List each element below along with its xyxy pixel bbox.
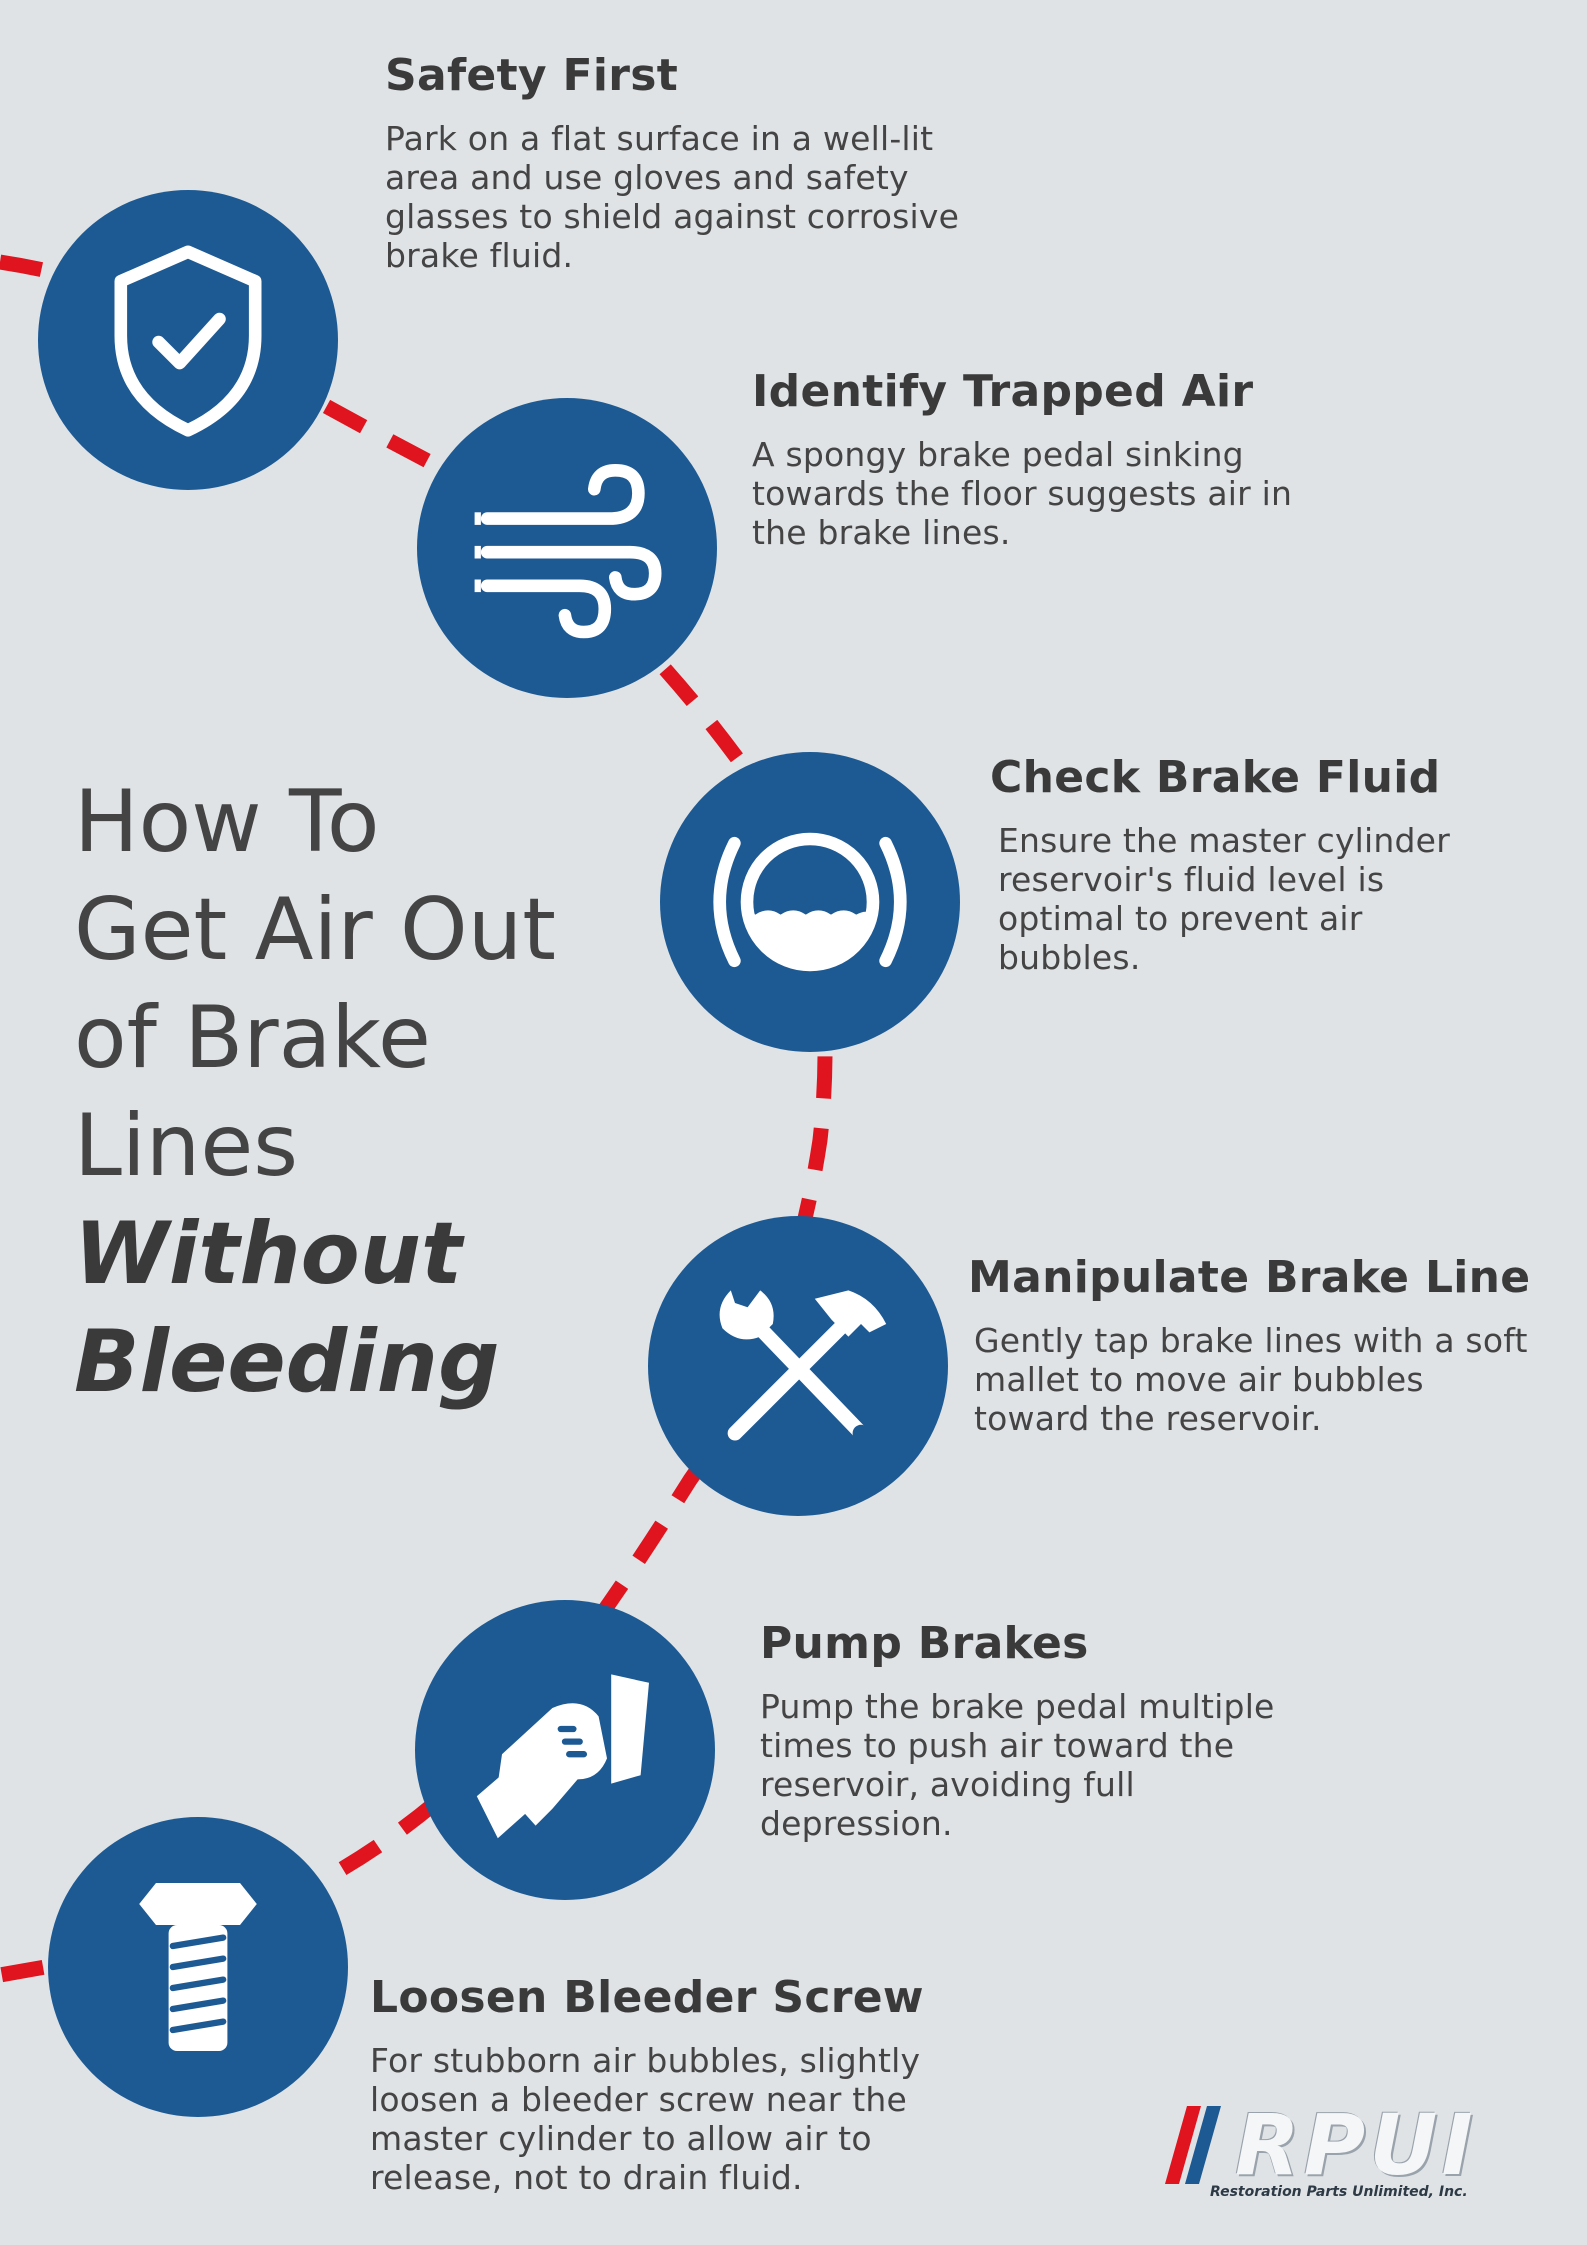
pump-brakes-circle — [415, 1600, 715, 1900]
title-line: of Brake — [74, 988, 431, 1088]
brake-fluid-circle — [660, 752, 960, 1052]
step-text: Pump the brake pedal multiple times to p… — [760, 1687, 1275, 1843]
step-manipulate-brake-line: Manipulate Brake Line Gently tap brake l… — [968, 1252, 1531, 1438]
rpui-logo: RPUI Restoration Parts Unlimited, Inc. — [1165, 2100, 1545, 2210]
title-line: How To — [74, 772, 380, 872]
safety-circle — [38, 190, 338, 490]
step-title: Safety First — [385, 50, 679, 101]
wind-icon — [474, 463, 662, 639]
step-text: Park on a flat surface in a well-lit are… — [385, 119, 960, 275]
step-title: Manipulate Brake Line — [968, 1252, 1531, 1303]
logo-stripes-icon — [1165, 2106, 1221, 2184]
step-pump-brakes: Pump Brakes Pump the brake pedal multipl… — [760, 1618, 1290, 1843]
step-title: Loosen Bleeder Screw — [370, 1972, 924, 2023]
shield-check-icon — [114, 245, 262, 437]
foot-pedal-icon — [476, 1674, 649, 1839]
step-identify-trapped-air: Identify Trapped Air A spongy brake peda… — [752, 366, 1312, 552]
logo-wordmark: RPUI — [1235, 2096, 1477, 2194]
bleeder-screw-circle — [48, 1817, 348, 2117]
title-emphasis: Without — [74, 1204, 463, 1304]
step-safety-first: Safety First Park on a flat surface in a… — [385, 50, 995, 275]
title-emphasis: Bleeding — [74, 1312, 500, 1412]
trapped-air-circle — [417, 398, 717, 698]
step-text: A spongy brake pedal sinking towards the… — [752, 435, 1293, 552]
logo-tagline: Restoration Parts Unlimited, Inc. — [1210, 2184, 1468, 2200]
title-line: Lines — [74, 1096, 299, 1196]
bolt-icon — [139, 1883, 257, 2051]
wrench-hammer-icon — [719, 1290, 887, 1442]
step-text: Gently tap brake lines with a soft malle… — [974, 1321, 1528, 1438]
step-title: Identify Trapped Air — [752, 366, 1254, 417]
brake-fluid-warning-icon — [713, 832, 907, 972]
step-title: Pump Brakes — [760, 1618, 1089, 1669]
step-title: Check Brake Fluid — [990, 752, 1441, 803]
brake-line-circle — [648, 1216, 948, 1516]
page-title: How To Get Air Out of Brake Lines Withou… — [74, 768, 634, 1416]
title-line: Get Air Out — [74, 880, 556, 980]
step-text: For stubborn air bubbles, slightly loose… — [370, 2041, 921, 2197]
step-check-brake-fluid: Check Brake Fluid Ensure the master cyli… — [990, 752, 1490, 977]
step-loosen-bleeder-screw: Loosen Bleeder Screw For stubborn air bu… — [370, 1972, 950, 2197]
step-text: Ensure the master cylinder reservoir's f… — [998, 821, 1450, 977]
